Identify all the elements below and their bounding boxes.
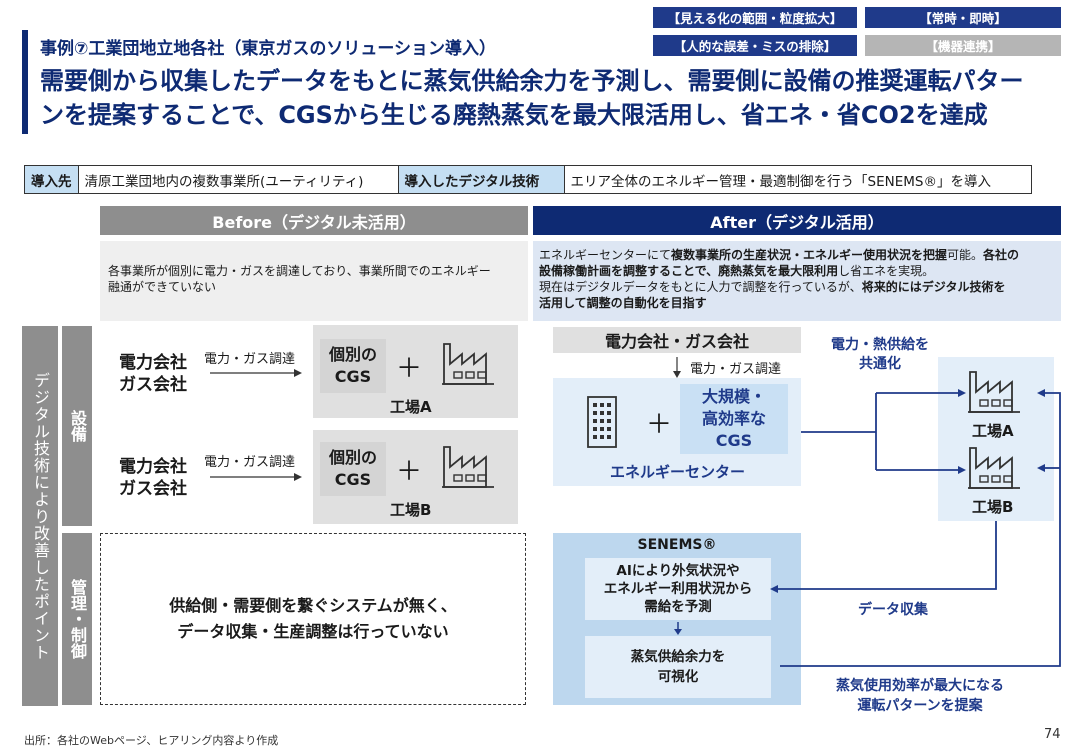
before-plant-a-label: 工場A (390, 398, 432, 416)
after-desc-3b: 将来的にはデジタル技術を (861, 280, 1006, 294)
after-desc-2a: 設備稼働計画を調整することで、廃熱蒸気を最大限利用 (539, 264, 839, 278)
cgs-line-1: 個別の (328, 345, 377, 364)
after-plant-a-label: 工場A (972, 422, 1014, 440)
after-description: エネルギーセンターにて複数事業所の生産状況・エネルギー使用状況を把握可能。各社の… (533, 241, 1061, 321)
building-icon (587, 396, 617, 448)
shared-supply-line-1: 電力・熱供給を (831, 337, 929, 353)
after-procure-label: 電力・ガス調達 (690, 362, 782, 377)
supplier-line-2: ガス会社 (119, 479, 187, 499)
tag-human-error: 【人的な誤差・ミスの排除】 (653, 35, 857, 56)
cgs-line-2: CGS (334, 470, 372, 489)
no-system-line-1: 供給側・需要側を繋ぐシステムが無く、 (169, 596, 457, 615)
case-title: 事例⑦工業団地立地各社（東京ガスのソリューション導入） (40, 39, 497, 59)
after-desc-1d: 各社の (983, 248, 1020, 262)
source-note: 出所：各社のWebページ、ヒアリング内容より作成 (24, 734, 279, 747)
after-supplier: 電力会社・ガス会社 (553, 327, 801, 353)
headline: 需要側から収集したデータをもとに蒸気供給余力を予測し、需要側に設備の推奨運転パタ… (40, 64, 1070, 132)
tech-label: 導入したデジタル技術 (398, 166, 565, 193)
supplier-line-1: 電力会社 (119, 353, 187, 373)
propose-label: 蒸気使用効率が最大になる 運転パターンを提案 (820, 676, 1020, 716)
predict-line-1: AIにより外気状況や (616, 563, 740, 579)
after-header: After（デジタル活用） (533, 206, 1061, 235)
before-arrow-b (210, 473, 302, 481)
after-desc-3: 現在はデジタルデータをもとに人力で調整を行っているが、 (539, 280, 862, 294)
factory-icon (968, 447, 1020, 489)
supplier-line-2: ガス会社 (119, 375, 187, 395)
before-cgs-a: 個別の CGS (320, 339, 386, 393)
after-desc-1a: エネルギーセンターにて (539, 248, 672, 262)
before-no-system-box: 供給側・需要側を繋ぐシステムが無く、 データ収集・生産調整は行っていない (100, 533, 526, 705)
propose-line-2: 運転パターンを提案 (857, 698, 983, 714)
before-description: 各事業所が個別に電力・ガスを調達しており、事業所間でのエネルギー 融通ができてい… (100, 241, 528, 321)
before-supplier-b: 電力会社 ガス会社 (108, 456, 198, 500)
before-plant-b-label: 工場B (390, 501, 432, 519)
headline-line-2: ンを提案することで、CGSから生じる廃熱蒸気を最大限活用し、省エネ・省CO2を達… (40, 101, 988, 129)
side-label-equipment: 設備 (62, 326, 92, 526)
predict-line-3: 需給を予測 (644, 599, 712, 615)
dest-label: 導入先 (25, 166, 79, 193)
visualize-line-2: 可視化 (657, 669, 699, 685)
after-desc-1c: 可能。 (947, 248, 984, 262)
cgs-line-1: 個別の (328, 448, 377, 467)
cgs-line-2: CGS (334, 367, 372, 386)
headline-line-1: 需要側から収集したデータをもとに蒸気供給余力を予測し、需要側に設備の推奨運転パタ… (40, 67, 1024, 95)
side-label-management: 管理・制御 (62, 533, 92, 705)
info-bar: 導入先 清原工業団地内の複数事業所(ユーティリティ) 導入したデジタル技術 エリ… (24, 165, 1032, 194)
data-collect-label: データ収集 (858, 602, 928, 618)
side-label-improvement: デジタル技術により改善したポイント (22, 326, 58, 706)
predict-box: AIにより外気状況や エネルギー利用状況から 需給を予測 (585, 558, 771, 620)
senems-title: SENEMS® (637, 537, 717, 553)
after-desc-2b: し省エネを実現。 (838, 264, 935, 278)
shared-supply-label: 電力・熱供給を 共通化 (820, 336, 940, 374)
senems-down-arrow (674, 622, 682, 635)
tag-visibility-scope: 【見える化の範囲・粒度拡大】 (653, 7, 857, 28)
shared-supply-line-2: 共通化 (859, 356, 901, 372)
after-desc-4: 活用して調整の自動化を目指す (539, 296, 707, 310)
propose-line-1: 蒸気使用効率が最大になる (836, 678, 1004, 694)
before-arrow-a (210, 369, 302, 377)
tag-realtime: 【常時・即時】 (865, 7, 1061, 28)
factory-icon (442, 446, 494, 488)
before-cgs-b: 個別の CGS (320, 442, 386, 496)
accent-bar (22, 30, 28, 134)
after-plant-b-label: 工場B (972, 498, 1014, 516)
after-desc-1b: 複数事業所の生産状況・エネルギー使用状況を把握 (671, 248, 948, 262)
plus-icon: ＋ (646, 410, 673, 440)
large-cgs-line-3: CGS (715, 431, 753, 450)
plus-icon: ＋ (396, 457, 423, 487)
visualize-box: 蒸気供給余力を 可視化 (585, 636, 771, 698)
before-procure-label-b: 電力・ガス調達 (204, 455, 296, 470)
predict-line-2: エネルギー利用状況から (603, 581, 753, 597)
before-supplier-a: 電力会社 ガス会社 (108, 352, 198, 396)
before-procure-label-a: 電力・ガス調達 (204, 352, 296, 367)
tech-value: エリア全体のエネルギー管理・最適制御を行う「SENEMS®」を導入 (570, 173, 991, 190)
visualize-line-1: 蒸気供給余力を (630, 649, 726, 665)
large-cgs-line-1: 大規模・ (701, 387, 766, 406)
before-desc-line-1: 各事業所が個別に電力・ガスを調達しており、事業所間でのエネルギー (108, 264, 491, 278)
large-cgs-box: 大規模・ 高効率な CGS (680, 384, 788, 454)
after-down-arrow (673, 357, 681, 378)
no-system-line-2: データ収集・生産調整は行っていない (177, 622, 449, 641)
tag-device-link: 【機器連携】 (865, 35, 1061, 56)
dest-value: 清原工業団地内の複数事業所(ユーティリティ) (79, 166, 399, 193)
factory-icon (968, 371, 1020, 413)
before-header: Before（デジタル未活用） (100, 206, 528, 235)
supplier-line-1: 電力会社 (119, 457, 187, 477)
large-cgs-line-2: 高効率な (701, 409, 766, 428)
before-desc-line-2: 融通ができていない (108, 280, 217, 294)
factory-icon (442, 343, 494, 385)
page-number: 74 (1044, 727, 1061, 742)
plus-icon: ＋ (396, 354, 423, 384)
energy-center-label: エネルギーセンター (610, 463, 746, 481)
